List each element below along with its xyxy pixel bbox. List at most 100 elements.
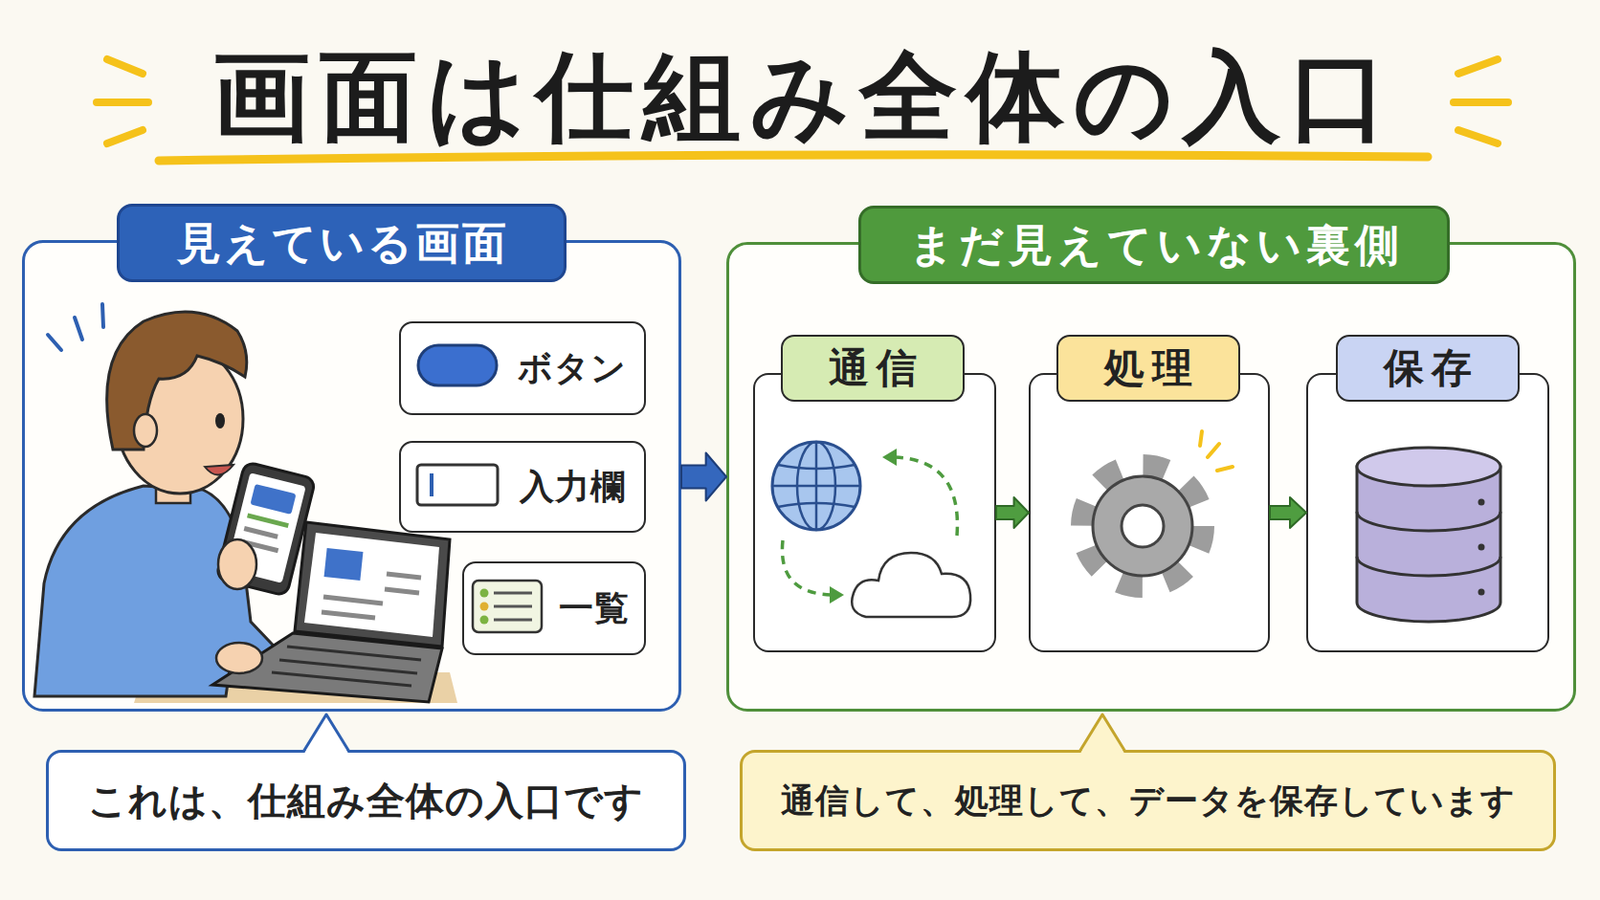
title-accent: [1453, 98, 1509, 107]
person-illustration: [249, 484, 296, 515]
callout-tail: [1079, 715, 1126, 756]
process-step-box: 通信: [753, 373, 997, 653]
step-heading: 通信: [821, 345, 925, 392]
flow-arrow: [681, 453, 727, 502]
gear-icon: [1092, 476, 1193, 577]
network-icon: [851, 553, 971, 618]
callout-tail: [303, 715, 350, 756]
person-illustration: [34, 486, 288, 697]
step-arrow: [996, 497, 1029, 529]
network-icon: [772, 442, 861, 531]
callout-text: 通信して、処理して、データを保存しています: [780, 781, 1516, 821]
person-illustration: [247, 515, 289, 527]
title-accent: [158, 155, 1428, 161]
panel-heading: まだ見えていない裏側: [904, 220, 1404, 271]
network-icon: [882, 448, 897, 467]
callout-tail: [1079, 714, 1126, 753]
database-icon: [1478, 544, 1486, 552]
person-illustration: [47, 304, 104, 351]
network-icon: [815, 442, 819, 531]
ui-icon: [472, 580, 542, 633]
step-heading: 保存: [1376, 345, 1480, 392]
ui-icon: [429, 473, 434, 497]
person-illustration: [225, 472, 306, 583]
person-illustration: [74, 317, 83, 340]
person-illustration: [216, 462, 316, 598]
person-illustration: [294, 522, 450, 647]
ui-icon: [493, 605, 533, 609]
gear-icon: [1083, 466, 1202, 586]
ui-item-box: ボタン: [399, 321, 646, 416]
title-accent: [107, 59, 143, 74]
callout-tail: [303, 714, 1126, 756]
person-illustration: [321, 612, 376, 619]
person-illustration: [271, 672, 412, 687]
ui-icon: [417, 465, 498, 506]
page-title: 画面は仕組み全体の入口: [0, 34, 1600, 159]
title-accent: [1458, 130, 1498, 144]
title-accent: [96, 98, 149, 107]
ui-icon: [480, 616, 489, 625]
person-illustration: [133, 414, 157, 447]
ui-item-box: 入力欄: [399, 441, 646, 534]
gear-icon: [1207, 444, 1220, 458]
item-label: 一覧: [558, 588, 630, 628]
person-illustration: [287, 646, 422, 661]
network-icon: [889, 457, 957, 536]
ui-icon: [493, 592, 533, 596]
person-illustration: [271, 646, 422, 687]
network-icon: [772, 442, 971, 618]
process-step-box: 処理: [1028, 373, 1270, 653]
network-icon: [829, 586, 845, 604]
gear-icon: [1121, 505, 1164, 548]
database-icon: [1356, 447, 1501, 623]
database-icon: [1356, 466, 1501, 623]
ui-icon: [418, 345, 497, 386]
ui-icon: [493, 619, 533, 623]
person-illustration: [155, 474, 191, 504]
screen-panel: 見えている画面ボタン入力欄一覧: [22, 240, 682, 712]
gear-icon: [1083, 431, 1233, 586]
network-icon: [797, 442, 836, 531]
step-heading: 処理: [1096, 345, 1200, 392]
callout-text: これは、仕組み全体の入口です: [88, 778, 645, 823]
step-arrow: [1269, 497, 1307, 529]
database-icon: [1478, 499, 1486, 507]
person-illustration: [107, 311, 247, 450]
person-illustration: [279, 660, 418, 674]
person-illustration: [212, 633, 443, 703]
person-illustration: [384, 589, 420, 594]
ui-icon: [417, 345, 542, 633]
person-illustration: [215, 413, 225, 429]
ui-icon: [480, 602, 489, 612]
network-icon: [777, 465, 855, 508]
person-illustration: [218, 539, 257, 590]
person-illustration: [133, 672, 458, 704]
person-illustration: [47, 334, 62, 351]
network-icon: [772, 485, 861, 489]
panel-heading: 見えている画面: [174, 218, 510, 269]
database-icon: [1356, 511, 1501, 577]
title-accent: [107, 130, 143, 144]
speech-callout: 通信して、処理して、データを保存しています: [739, 750, 1556, 852]
gear-icon: [1217, 466, 1233, 471]
database-icon: [1356, 447, 1501, 487]
person-illustration: [304, 533, 440, 638]
person-illustration: [241, 541, 279, 552]
gear-icon: [1200, 431, 1233, 471]
ui-icon: [493, 593, 533, 621]
person-illustration: [216, 643, 263, 674]
person-illustration: [204, 465, 234, 476]
backend-panel: まだ見えていない裏側通信処理保存: [726, 242, 1577, 712]
person-illustration: [324, 548, 364, 581]
title-accent: [1458, 59, 1498, 74]
person-illustration: [386, 574, 422, 578]
title-accent: [96, 59, 1509, 161]
person-illustration: [216, 462, 316, 598]
person-illustration: [323, 597, 383, 604]
person-illustration: [116, 344, 244, 494]
person-illustration: [34, 0, 716, 704]
database-icon: [1478, 589, 1486, 597]
process-step-box: 保存: [1306, 373, 1550, 653]
item-label: ボタン: [517, 348, 627, 388]
